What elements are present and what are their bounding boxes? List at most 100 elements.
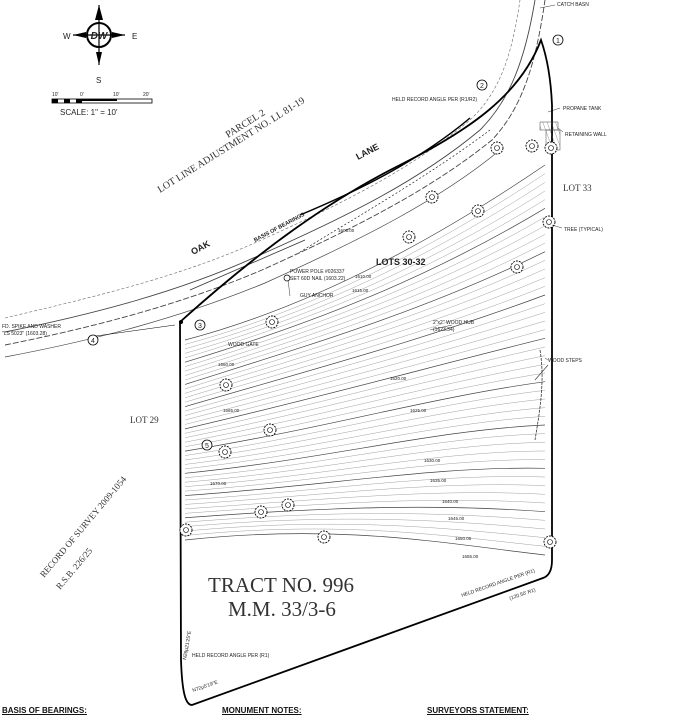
contour-line xyxy=(184,242,546,381)
contour-elevation-label: 1610.00 xyxy=(355,274,372,279)
map-reference-label: M.M. 33/3-6 xyxy=(228,597,336,621)
lot-line-adjustment-label: LOT LINE ADJUSTMENT NO. LL 81-19 xyxy=(156,95,307,195)
contour-line xyxy=(184,268,546,394)
oak-lane-road xyxy=(4,0,546,358)
contour-line xyxy=(184,329,546,425)
ls-label: "LS 5023" (1603.28) xyxy=(2,331,47,337)
lot-29-label: LOT 29 xyxy=(130,415,159,425)
tree-icon xyxy=(525,139,539,153)
tree-icon xyxy=(317,530,331,544)
tree-icon xyxy=(490,141,504,155)
survey-point-4: 4 xyxy=(87,334,99,346)
north-arrow: DW W E S xyxy=(63,5,137,85)
contour-line xyxy=(184,372,546,447)
svg-text:4: 4 xyxy=(91,338,95,345)
contour-line xyxy=(184,190,546,354)
wood-steps-label: WOOD STEPS xyxy=(548,358,583,364)
contour-line xyxy=(184,164,546,341)
contour-line xyxy=(184,476,546,501)
trees xyxy=(179,139,558,549)
scale-tick-3: 10' xyxy=(113,92,120,98)
contour-line xyxy=(184,450,546,487)
tree-icon xyxy=(510,260,524,274)
contour-line xyxy=(184,500,546,514)
tract-number-label: TRACT NO. 996 xyxy=(208,573,354,597)
contour-line xyxy=(184,286,546,403)
corner-marker xyxy=(179,320,183,324)
contour-line xyxy=(184,381,546,452)
tree-icon xyxy=(179,523,193,537)
tree-icon xyxy=(544,141,558,155)
scale-tick-1: 10' xyxy=(52,92,59,98)
tree-icon xyxy=(425,190,439,204)
surveyors-statement-heading: SURVEYORS STATEMENT: xyxy=(427,706,529,715)
tree-icon xyxy=(219,378,233,392)
contour-line xyxy=(184,364,546,443)
contour-elevation-label: 1635.00 xyxy=(430,478,447,483)
survey-point-5: 5 xyxy=(201,439,213,451)
scale-tick-2: 0' xyxy=(80,92,84,98)
svg-text:2: 2 xyxy=(480,83,484,90)
contour-line xyxy=(184,484,546,505)
contour-elevation-label: 1620.00 xyxy=(390,376,407,381)
bearing-left-bottom-label: N26µ21'25"E xyxy=(182,630,193,660)
tree-icon xyxy=(471,204,485,218)
contour-line xyxy=(184,346,546,434)
tree-icon xyxy=(543,535,557,549)
tree-typical-label: TREE (TYPICAL) xyxy=(564,227,603,233)
power-pole-label: POWER POLE #026337 xyxy=(290,269,345,275)
contour-line xyxy=(184,182,546,350)
contour-line xyxy=(184,173,546,345)
contour-elevation-label: 1640.00 xyxy=(442,499,459,504)
survey-point-3: 3 xyxy=(194,319,206,331)
contour-line xyxy=(184,312,546,416)
tree-icon xyxy=(263,423,277,437)
contour-elevation-label: 1615.00 xyxy=(352,288,369,293)
contour-line xyxy=(184,355,546,438)
propane-tank-label: PROPANE TANK xyxy=(563,106,602,112)
guy-anchor-label: GUY ANCHOR xyxy=(300,293,334,299)
contour-line xyxy=(184,303,546,412)
contour-line xyxy=(184,442,546,483)
compass-east: E xyxy=(132,32,137,41)
contour-line xyxy=(184,294,546,408)
contour-line xyxy=(184,251,546,385)
compass-logo: DW xyxy=(91,31,109,42)
survey-point-2: 2 xyxy=(476,79,488,91)
bearing-bottom-label: N72µ5'19"E xyxy=(192,679,220,694)
lane-label: LANE xyxy=(354,141,380,161)
oak-label: OAK xyxy=(189,238,212,256)
contour-line xyxy=(184,277,546,398)
lots-30-32-label: LOTS 30-32 xyxy=(376,257,426,267)
contour-line xyxy=(184,390,546,456)
lot-33-label: LOT 33 xyxy=(563,183,592,193)
tree-icon xyxy=(254,505,268,519)
contour-line xyxy=(184,199,546,358)
wood-hub-elevation-label: (1623.34) xyxy=(433,327,455,333)
svg-text:5: 5 xyxy=(205,443,209,450)
tree-icon xyxy=(402,230,416,244)
contour-line xyxy=(184,513,546,523)
power-pole-symbol xyxy=(283,274,291,282)
contour-lines: 1605.001610.001615.001620.001625.001630.… xyxy=(184,164,546,559)
wood-gate-label: WOOD GATE xyxy=(228,342,259,348)
tree-icon xyxy=(218,445,232,459)
tree-icon xyxy=(265,315,279,329)
contour-line xyxy=(184,459,546,492)
scale-tick-4: 20' xyxy=(143,92,150,98)
tree-icon xyxy=(542,215,556,229)
compass-west: W xyxy=(63,32,71,41)
held-record-bottom-label: HELD RECORD ANGLE PER (R1) xyxy=(192,653,270,659)
wood-hub-label: 2"x2" WOOD HUB xyxy=(433,320,475,326)
contour-line xyxy=(184,433,546,478)
contour-line xyxy=(184,506,546,519)
contour-elevation-label: 1665.00 xyxy=(223,408,240,413)
contour-line xyxy=(184,492,546,510)
contour-line xyxy=(184,424,546,474)
retaining-wall-label: RETAINING WALL xyxy=(565,132,607,138)
scale-label: SCALE: 1" = 10' xyxy=(60,108,118,117)
svg-text:3: 3 xyxy=(198,323,202,330)
contour-elevation-label: 1660.00 xyxy=(218,362,235,367)
contour-line xyxy=(184,407,546,465)
